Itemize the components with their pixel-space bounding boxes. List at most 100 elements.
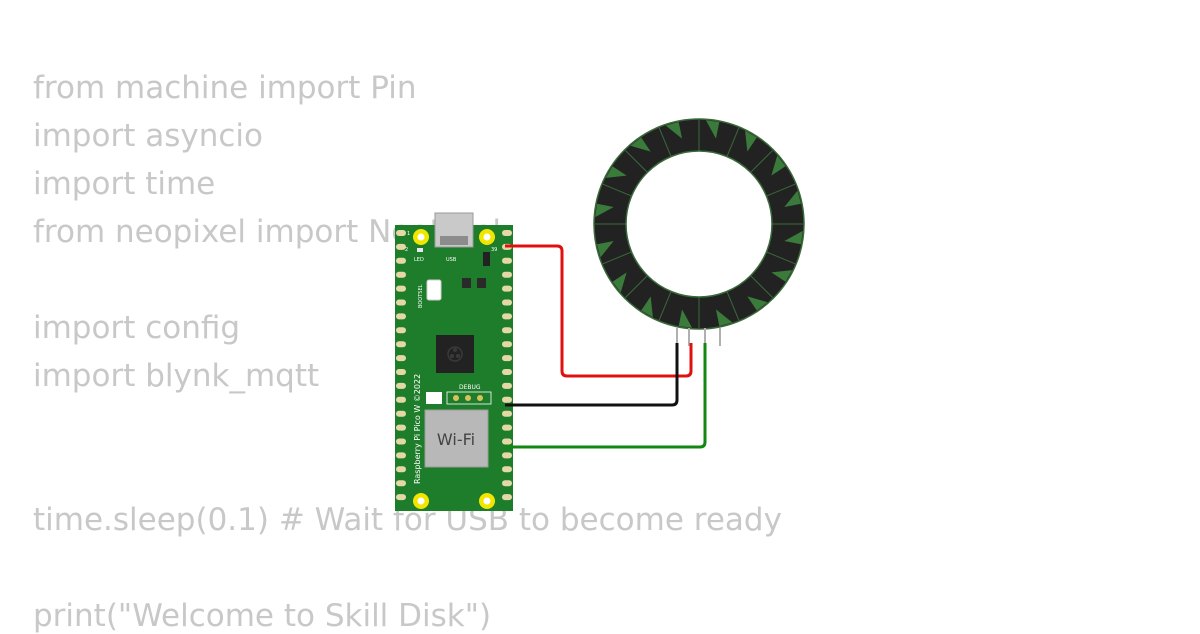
header-pin	[396, 452, 406, 459]
ring-segment-divider	[658, 291, 672, 321]
header-pin	[396, 355, 406, 362]
ring-pixel-marker	[771, 270, 793, 282]
component	[477, 278, 486, 288]
ring-pixel-marker	[596, 240, 614, 258]
header-pin	[502, 341, 512, 348]
ring-pixel-marker	[771, 155, 786, 176]
led-indicator	[417, 248, 423, 252]
header-pin	[396, 382, 406, 389]
ring-pin-dout	[719, 328, 721, 346]
header-pin	[396, 466, 406, 473]
debug-header	[446, 391, 492, 405]
wire-data[interactable]	[505, 343, 707, 449]
header-pin	[502, 438, 512, 445]
pico-w-board[interactable]: 1 2 39 LED USB BOOTSEL Raspberry Pi Pico…	[395, 212, 513, 511]
header-pin	[502, 257, 512, 264]
header-pin	[502, 382, 512, 389]
header-pin	[502, 424, 512, 431]
bootsel-button[interactable]	[426, 279, 442, 301]
ring-inner-edge	[625, 150, 773, 298]
wire-ground[interactable]	[505, 343, 679, 407]
header-pin	[396, 271, 406, 278]
header-pin	[396, 257, 406, 264]
header-pin	[396, 327, 406, 334]
ring-segment-divider	[726, 291, 740, 321]
ring-outer-edge	[593, 118, 805, 330]
header-pin	[396, 369, 406, 375]
ring-segment-divider	[625, 275, 648, 298]
header-pin	[502, 480, 512, 487]
board-name: Raspberry Pi Pico W ©2022	[413, 374, 422, 484]
bootsel-label: BOOTSEL	[418, 284, 424, 308]
ring-pixel-marker	[665, 121, 683, 139]
header-pin	[502, 452, 512, 459]
usb-label: USB	[446, 257, 457, 263]
code-line: import time	[33, 166, 216, 202]
ring-pixel-marker	[630, 137, 651, 152]
header-pin	[502, 494, 512, 501]
header-pin	[396, 494, 406, 501]
ring-segment-divider	[658, 127, 672, 157]
header-pin	[502, 410, 512, 417]
header-pin	[502, 313, 512, 320]
header-pin	[502, 355, 512, 362]
ring-pixel-marker	[605, 166, 627, 178]
usb-port	[440, 236, 468, 245]
right-pin-header	[502, 230, 512, 501]
header-pin	[396, 424, 406, 431]
debug-label: DEBUG	[459, 384, 481, 391]
ring-segment-divider	[602, 183, 632, 197]
ring-pixel-marker	[715, 309, 733, 327]
code-line: import config	[33, 310, 241, 346]
header-pin	[396, 438, 406, 445]
ring-pin-vcc	[688, 328, 690, 346]
header-pin	[396, 341, 406, 348]
pin-label-2: 2	[405, 247, 408, 253]
header-pin	[502, 327, 512, 334]
header-pin	[396, 230, 406, 236]
ring-pixel-marker	[784, 190, 802, 208]
raspberry-logo-icon	[447, 346, 463, 362]
debug-pin	[465, 395, 471, 401]
debug-pin	[453, 395, 459, 401]
wire-power[interactable]	[505, 244, 693, 378]
header-pin	[502, 466, 512, 473]
header-pin	[396, 410, 406, 417]
component	[483, 252, 490, 266]
ring-pixel-marker	[747, 296, 768, 311]
pin-label-1: 1	[407, 231, 410, 237]
header-pin	[502, 396, 512, 403]
header-pin	[502, 230, 512, 236]
ring-segment-divider	[625, 150, 648, 173]
neopixel-ring[interactable]	[593, 118, 805, 346]
ring-pixel-marker	[678, 309, 693, 328]
code-line: print("Welcome to Skill Disk")	[33, 598, 492, 634]
ring-segment-divider	[766, 183, 796, 197]
pin-label-39: 39	[491, 247, 497, 253]
code-line: import blynk_mqtt	[33, 358, 320, 394]
debug-pin	[477, 395, 483, 401]
header-pin	[396, 299, 406, 306]
ring-segment-divider	[750, 275, 773, 298]
wifi-module	[424, 409, 489, 468]
ring-pixel-marker	[784, 230, 803, 245]
header-pin	[396, 396, 406, 403]
header-pin	[502, 369, 512, 375]
ring-segment-divider	[602, 251, 632, 265]
ring-pixels	[595, 120, 803, 328]
ring-pin-din	[704, 328, 706, 346]
ring-pixel-marker	[745, 130, 757, 152]
ring-pin-gnd	[676, 328, 678, 346]
header-pin	[396, 313, 406, 320]
mounting-hole	[417, 497, 425, 505]
header-pin	[396, 243, 406, 250]
rp2040-chip	[436, 335, 474, 373]
mounting-hole	[417, 233, 425, 241]
header-pin	[502, 271, 512, 278]
header-pin	[502, 299, 512, 306]
ring-segment-divider	[750, 150, 773, 173]
ring-pixel-marker	[641, 296, 653, 318]
ring-segment-divider	[766, 251, 796, 265]
